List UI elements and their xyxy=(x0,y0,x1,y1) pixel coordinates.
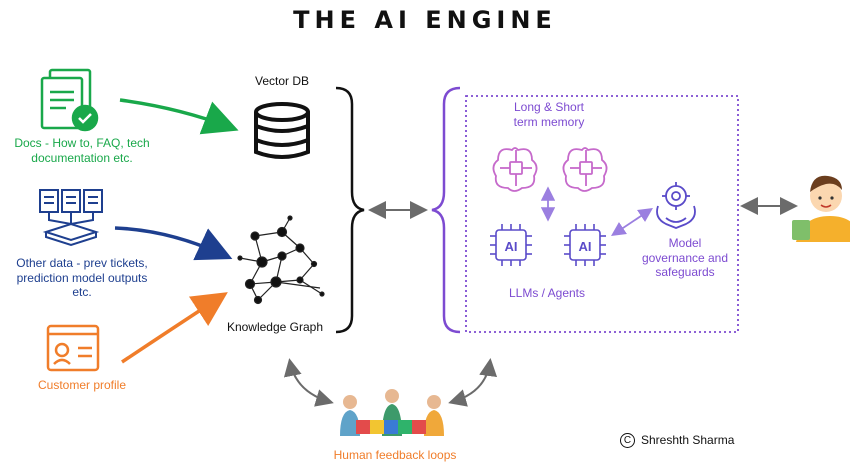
credit: C Shreshth Sharma xyxy=(620,433,735,449)
ai-chip-icon xyxy=(490,224,532,266)
docs-label-line: Docs - How to, FAQ, tech xyxy=(14,136,150,150)
memory-label: Long & Short term memory xyxy=(486,100,612,129)
document-check-icon xyxy=(40,68,99,132)
other-data-label-line: prediction model outputs xyxy=(16,270,148,285)
user-avatar-icon xyxy=(792,175,850,242)
engine-box xyxy=(465,95,739,333)
copyright-icon: C xyxy=(620,433,635,449)
customer-arrow xyxy=(121,292,228,364)
feedback-arrow-left xyxy=(283,358,334,407)
page-title: THE AI ENGINE xyxy=(293,6,557,34)
docs-label: Docs - How to, FAQ, tech documentation e… xyxy=(2,136,162,165)
memory-label-line: term memory xyxy=(513,114,585,129)
engine-brace xyxy=(431,86,461,334)
other-data-label: Other data - prev tickets, prediction mo… xyxy=(2,256,162,300)
memory-label-line: Long & Short xyxy=(513,100,585,114)
llm-agents-label: LLMs / Agents xyxy=(508,286,586,300)
database-icon xyxy=(254,102,310,159)
profile-card-icon xyxy=(46,324,100,372)
other-data-arrow xyxy=(114,226,233,261)
governance-label-line: Model xyxy=(668,236,702,250)
team-puzzle-icon xyxy=(340,389,444,436)
feedback-label: Human feedback loops xyxy=(333,448,457,462)
llm-governance-arrow xyxy=(611,208,653,236)
credit-name: Shreshth Sharma xyxy=(641,433,735,447)
knowledge-graph-icon xyxy=(237,215,325,305)
gear-shield-icon xyxy=(656,182,696,229)
vector-db-label: Vector DB xyxy=(254,74,310,88)
other-data-label-line: etc. xyxy=(72,285,92,300)
docs-arrow xyxy=(119,98,239,135)
sources-brace xyxy=(335,86,365,334)
ai-chip-text: AI xyxy=(579,239,592,254)
ai-chip-text: AI xyxy=(505,239,518,254)
governance-label-line: safeguards xyxy=(655,265,715,280)
brain-icon xyxy=(562,147,608,192)
other-data-label-line: Other data - prev tickets, xyxy=(16,256,148,270)
ai-chip-icon xyxy=(564,224,606,266)
data-network-icon xyxy=(39,189,103,247)
docs-label-line: documentation etc. xyxy=(31,150,133,165)
governance-label: Model governance and safeguards xyxy=(630,236,740,280)
knowledge-graph-label: Knowledge Graph xyxy=(226,320,324,334)
brain-icon xyxy=(492,147,538,192)
governance-label-line: governance and xyxy=(641,250,729,265)
feedback-arrow-right xyxy=(448,358,498,407)
customer-profile-label: Customer profile xyxy=(37,378,127,392)
